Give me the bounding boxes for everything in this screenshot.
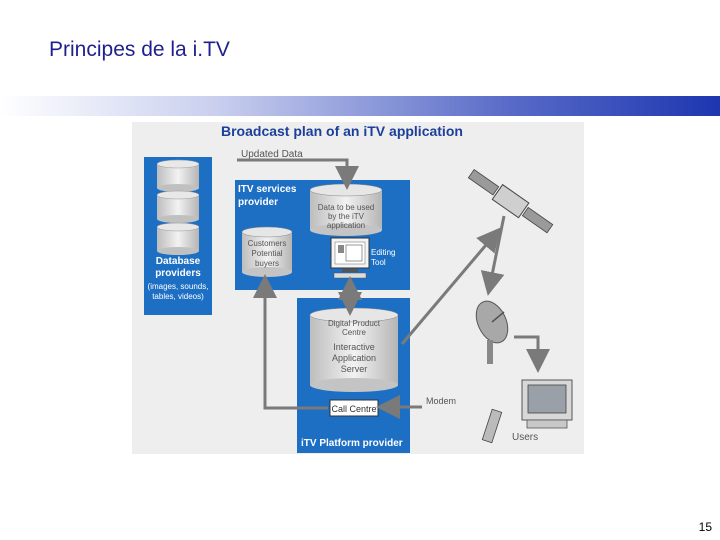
database-providers-label-1: Database — [156, 256, 201, 267]
customers-label-1: Customers — [248, 239, 287, 248]
itv-services-provider-box: ITV services provider Data to be used by… — [235, 180, 410, 290]
computer-icon — [330, 237, 370, 279]
satellite-icon — [467, 168, 554, 234]
database-providers-label-2: providers — [155, 268, 201, 279]
database-providers-box: Database providers (images, sounds, tabl… — [144, 157, 212, 315]
database-cylinder-icon — [156, 190, 200, 223]
database-cylinder-icon — [156, 159, 200, 192]
server-label-1: Digital Product — [328, 319, 381, 328]
satellite-dish-icon — [475, 300, 509, 364]
server-label-3: Interactive — [333, 342, 375, 352]
data-store-label-2: by the iTV — [328, 212, 365, 221]
modem-label: Modem — [426, 396, 456, 406]
diagram-heading: Broadcast plan of an iTV application — [221, 123, 463, 139]
itv-services-label-2: provider — [238, 197, 278, 208]
data-store-label-1: Data to be used — [318, 203, 374, 212]
data-store-label-3: application — [327, 221, 365, 230]
server-label-4: Application — [332, 353, 376, 363]
customers-label-2: Potential — [251, 249, 282, 258]
updated-data-label: Updated Data — [241, 149, 303, 160]
call-centre-to-customers-arrow — [253, 274, 328, 410]
database-providers-sub-2: tables, videos) — [152, 292, 204, 301]
page-number: 15 — [698, 520, 712, 534]
database-providers-sub-1: (images, sounds, — [148, 282, 209, 291]
editing-tool-label-2: Tool — [371, 258, 386, 267]
users-label: Users — [512, 432, 538, 443]
platform-provider-label: iTV Platform provider — [301, 438, 403, 449]
dish-to-tv-arrow — [514, 335, 550, 373]
television-icon — [521, 379, 573, 429]
server-label-5: Server — [341, 364, 368, 374]
data-store-cylinder: Data to be used by the iTV application — [309, 183, 383, 236]
server-to-satellite-arrow — [400, 227, 501, 345]
broadcast-diagram: Broadcast plan of an iTV application Upd… — [132, 122, 584, 454]
server-cylinder: Digital Product Centre Interactive Appli… — [309, 307, 399, 392]
database-cylinder-icon — [156, 222, 200, 255]
itv-platform-provider-box: Digital Product Centre Interactive Appli… — [297, 298, 410, 453]
server-label-2: Centre — [342, 328, 367, 337]
satellite-to-dish-arrow — [480, 215, 506, 296]
title-gradient-bar — [0, 96, 720, 116]
editing-tool-label-1: Editing — [371, 248, 395, 257]
remote-control-icon — [481, 408, 503, 444]
updated-data-arrow — [237, 158, 359, 190]
customers-cylinder: Customers Potential buyers — [241, 226, 293, 277]
slide-title: Principes de la i.TV — [49, 38, 230, 61]
diagram-canvas: Broadcast plan of an iTV application Upd… — [132, 122, 584, 454]
itv-services-label-1: ITV services — [238, 184, 297, 195]
customers-label-3: buyers — [255, 259, 279, 268]
call-centre-label: Call Centre — [331, 404, 376, 414]
